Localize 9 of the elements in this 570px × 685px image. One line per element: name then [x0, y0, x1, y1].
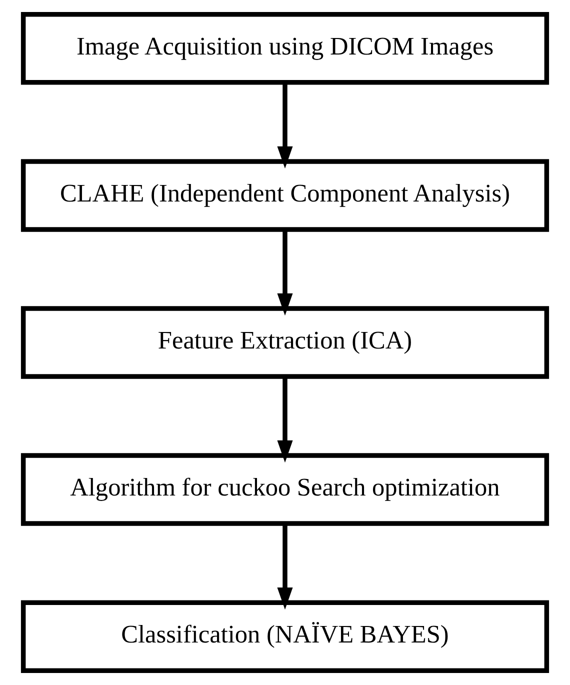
node-box: CLAHE (Independent Component Analysis) [20, 159, 550, 232]
arrow [277, 524, 293, 610]
node-box: Classification (NAÏVE BAYES) [20, 600, 550, 673]
node-box: Feature Extraction (ICA) [20, 306, 550, 379]
node-box: Algorithm for cuckoo Search optimization [20, 453, 550, 526]
arrow [277, 82, 293, 169]
node-box: Image Acquisition using DICOM Images [20, 12, 550, 85]
arrow [277, 230, 293, 316]
arrow [277, 376, 293, 463]
